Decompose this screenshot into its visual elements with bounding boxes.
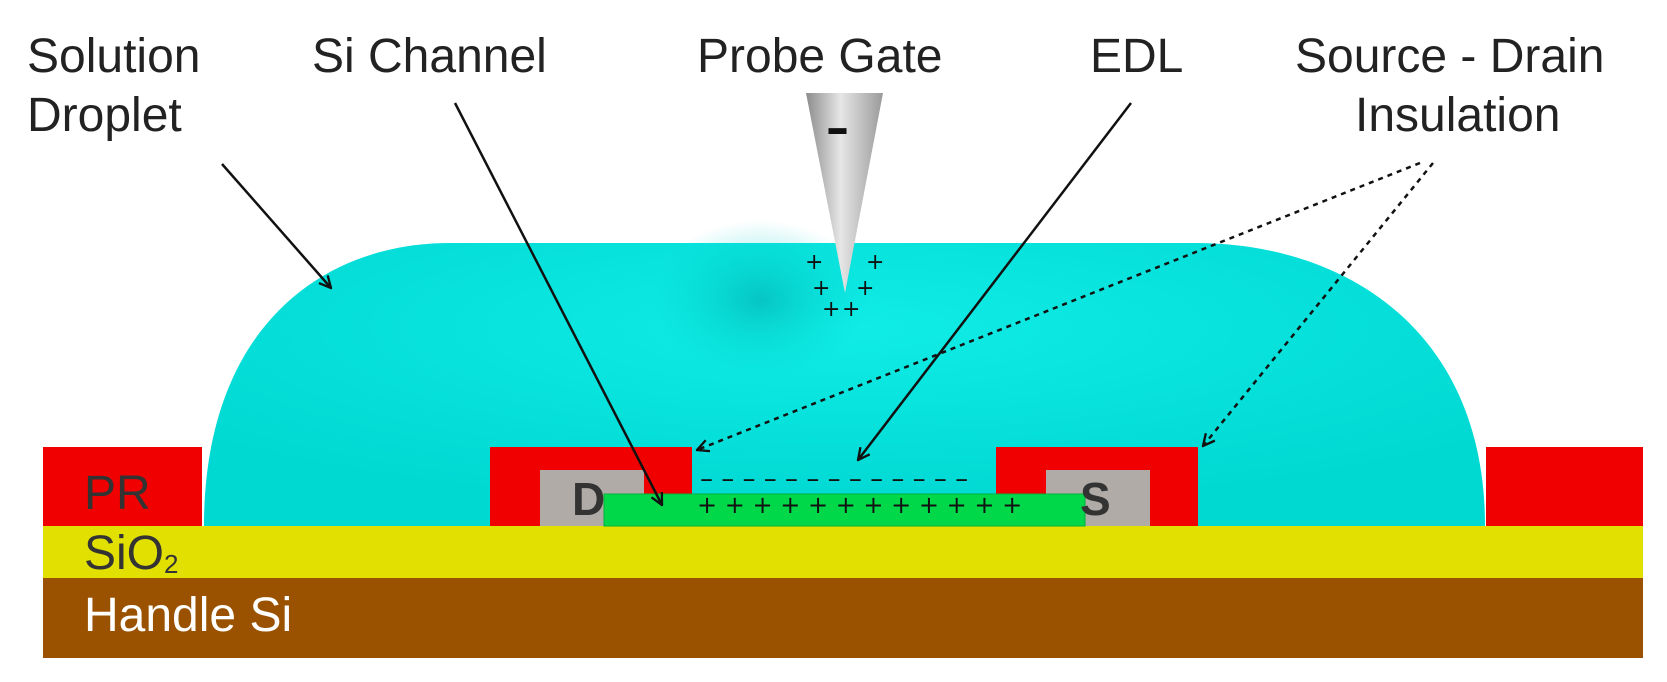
source-drain-insulation-label: Insulation <box>1355 89 1560 142</box>
channel-positive-charges: + + + + + + + + + + + + <box>697 491 1022 519</box>
edl-arrow <box>858 102 1132 460</box>
si-channel <box>603 493 1086 527</box>
si-channel-arrow <box>453 102 662 505</box>
pr-block-right <box>1486 447 1643 526</box>
edl-label: EDL <box>1090 30 1183 83</box>
solution-droplet-label: Droplet <box>27 89 182 142</box>
edl-negative-charges: – – – – – – – – – – – – – <box>700 464 968 494</box>
sio2-layer <box>43 526 1643 578</box>
source-drain-insulation-label: Source - Drain <box>1295 30 1604 83</box>
handle-si-layer <box>43 578 1643 658</box>
source-label: S <box>1080 473 1111 525</box>
probe-tip-charge: + <box>842 297 860 322</box>
probe-tip-charge: + <box>856 276 874 301</box>
probe-gate-tip <box>806 93 883 293</box>
probe-negative-charge: – <box>826 101 849 155</box>
drain-label: D <box>572 473 605 525</box>
pr-label: PR <box>84 467 151 520</box>
handle-si-label: Handle Si <box>84 589 292 642</box>
si-channel-label: Si Channel <box>312 30 547 83</box>
solution-droplet-label: Solution <box>27 30 200 83</box>
probe-tip-charge: + <box>822 297 840 322</box>
pr-block-left <box>43 447 202 526</box>
insulation-arrow-right <box>1203 162 1434 446</box>
probe-tip-charge: + <box>805 250 823 275</box>
droplet-shadow <box>650 220 870 380</box>
probe-tip-charge: + <box>812 276 830 301</box>
solution-droplet-arrow <box>221 163 331 288</box>
probe-tip-charge: + <box>866 250 884 275</box>
probe-gate-label: Probe Gate <box>697 30 942 83</box>
sio2-base: SiO <box>84 527 164 580</box>
sio2-label: SiO2 <box>84 527 178 580</box>
sio2-subscript: 2 <box>164 549 178 579</box>
